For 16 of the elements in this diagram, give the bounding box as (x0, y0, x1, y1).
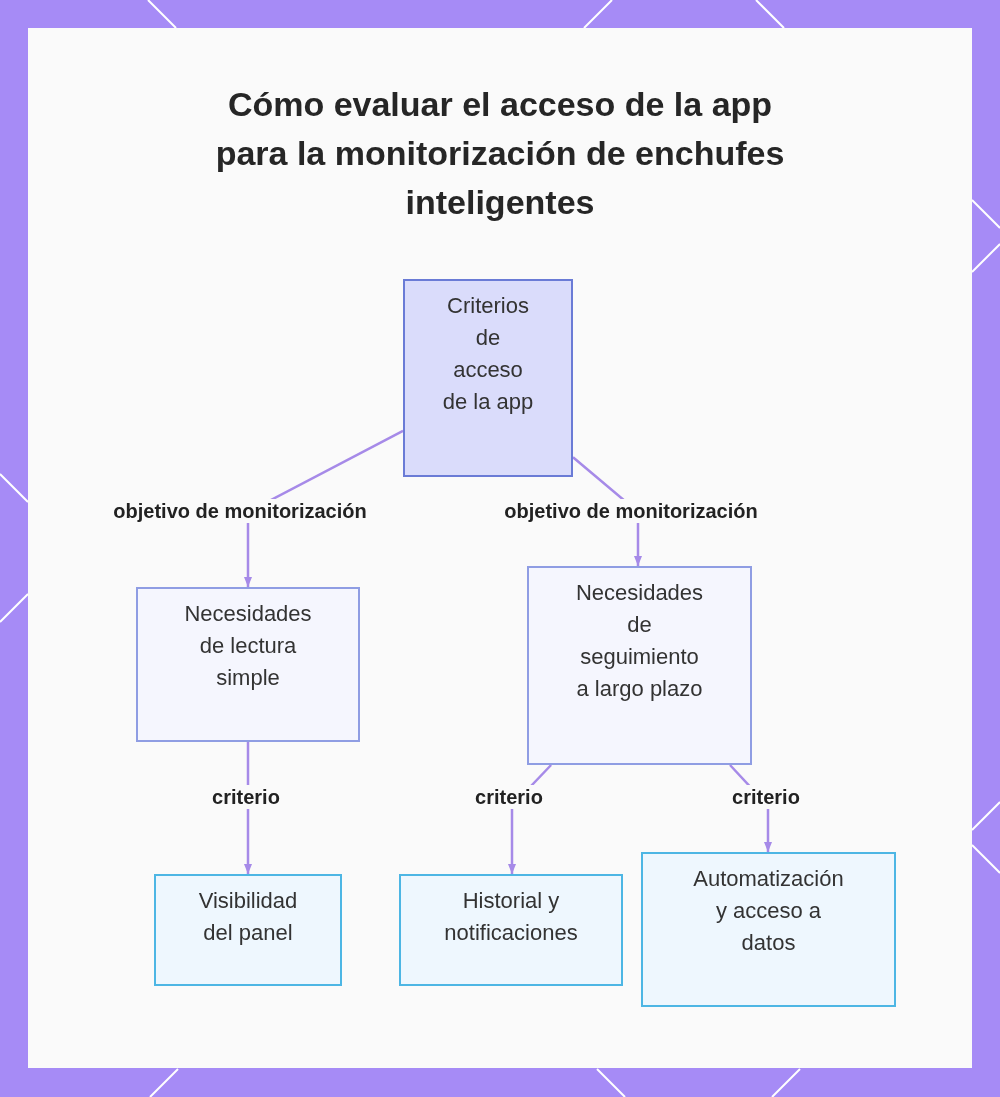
edge-label: criterio (472, 785, 546, 809)
diagram-title: Cómo evaluar el acceso de la app para la monitorización de enchufes inteligentes (214, 84, 786, 223)
process-box (399, 874, 623, 986)
process-box (527, 566, 752, 765)
node-label: Automatización y acceso a datos (692, 865, 845, 957)
node-label: Historial y notificaciones (443, 887, 579, 947)
edge-label: criterio (209, 785, 283, 809)
process-box (136, 587, 360, 742)
node-label: Criterios de acceso de la app (441, 292, 535, 416)
node-label: Visibilidad del panel (197, 887, 299, 947)
node-label: Necesidades de seguimiento a largo plazo (574, 579, 705, 703)
node-label: Necesidades de lectura simple (183, 600, 313, 692)
process-box (154, 874, 342, 986)
process-box (641, 852, 896, 1007)
edge-label: criterio (729, 785, 803, 809)
process-box (403, 279, 573, 477)
